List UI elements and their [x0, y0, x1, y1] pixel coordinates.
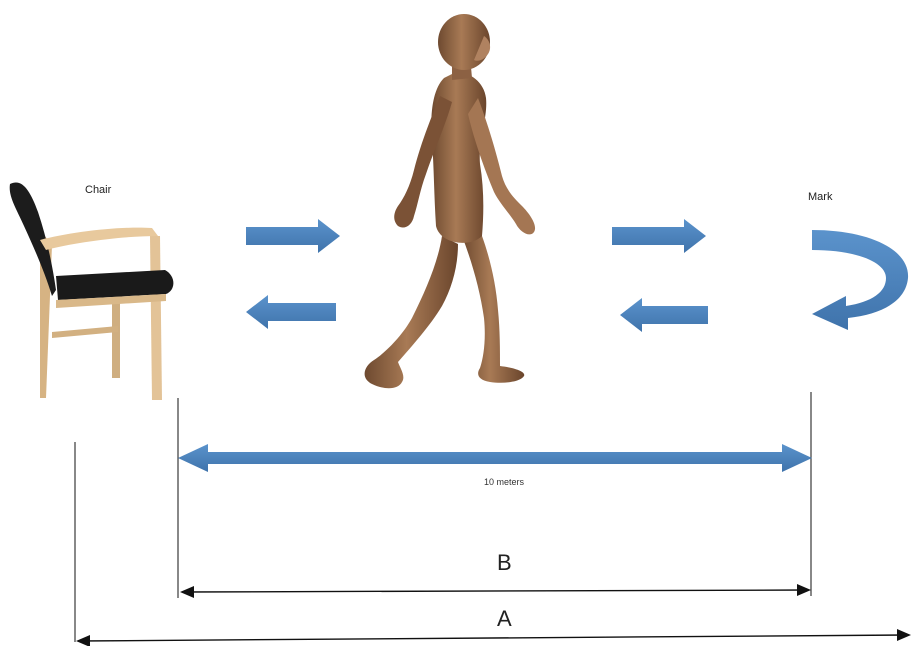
arrow-left-2: [620, 298, 708, 332]
arrow-right-2: [612, 219, 706, 253]
dimension-a-label: A: [497, 606, 512, 631]
chair-front-leg-2: [112, 292, 120, 378]
dimension-b-arrow: [180, 584, 811, 598]
chair-label: Chair: [85, 184, 112, 196]
chair-icon: [10, 182, 174, 400]
walking-person-figure: [365, 14, 535, 388]
dimension-a-arrow: [76, 629, 911, 646]
dimension-b-label: B: [497, 550, 512, 575]
chair-side-rail: [52, 326, 118, 338]
distance-10m-arrow: [178, 444, 812, 472]
chair-front-leg: [150, 236, 162, 400]
person-back-leg: [365, 236, 458, 388]
arrow-right-1: [246, 219, 340, 253]
mark-label: Mark: [808, 191, 833, 203]
u-turn-arrow-icon: [812, 230, 908, 330]
chair-armrest: [40, 228, 158, 250]
distance-label: 10 meters: [484, 477, 525, 487]
arrow-left-1: [246, 295, 336, 329]
person-front-leg: [462, 236, 524, 383]
